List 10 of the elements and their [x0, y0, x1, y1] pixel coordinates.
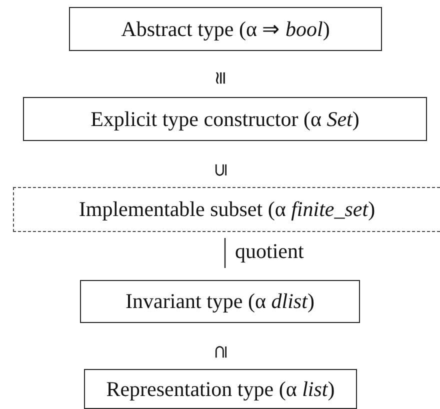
type-box: Representation type (α list) — [84, 369, 357, 409]
relation-symbol: ≅ — [211, 70, 229, 86]
type-box: Invariant type (α dlist) — [80, 280, 360, 323]
dashed-type-box: Implementable subset (α finite_set) — [13, 187, 440, 232]
edge-label: quotient — [235, 241, 304, 262]
relation-symbol: ⊇ — [211, 344, 229, 360]
connector-line — [224, 238, 226, 268]
type-box: Abstract type (α ⇒ bool) — [69, 7, 382, 51]
relation-symbol: ⊆ — [211, 162, 229, 178]
type-box: Explicit type constructor (α Set) — [23, 97, 427, 141]
